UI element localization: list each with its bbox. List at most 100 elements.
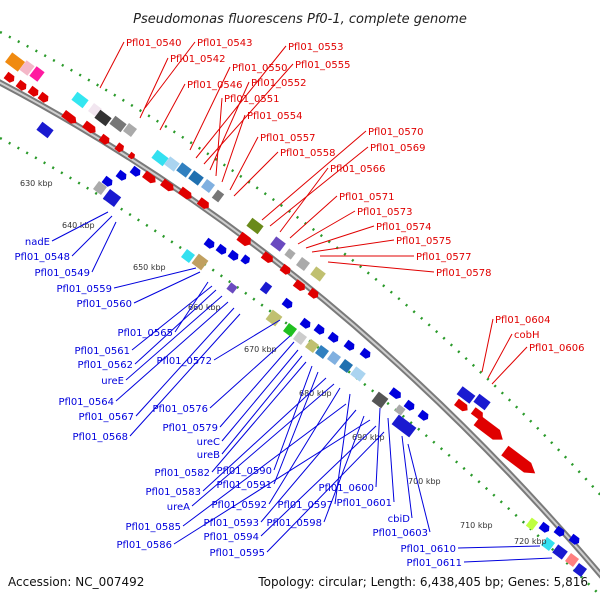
reverse-gene-label[interactable]: ureC [197,437,220,448]
forward-gene-label[interactable]: Pfl01_0540 [126,38,182,49]
forward-gene-label[interactable]: Pfl01_0546 [187,80,243,91]
reverse-label-line [273,365,313,471]
reverse-gene-label[interactable]: Pfl01_0559 [56,284,112,295]
forward-gene-label[interactable]: Pfl01_0566 [330,164,386,175]
forward-gene-label[interactable]: Pfl01_0553 [288,42,344,53]
forward-gene-label[interactable]: Pfl01_0554 [247,111,303,122]
reverse-gene-label[interactable]: Pfl01_0582 [154,468,210,479]
forward-gene-label[interactable]: Pfl01_0552 [251,78,307,89]
reverse-gene-label[interactable]: Pfl01_0591 [216,480,272,491]
reverse-label-line [71,215,113,257]
reverse-gene-block [265,309,283,327]
reverse-label-line [173,419,371,545]
reverse-gene-label[interactable]: Pfl01_0561 [74,346,130,357]
reverse-gene-label[interactable]: nadE [25,237,50,248]
reverse-gene-block [327,331,339,343]
reverse-gene-label[interactable]: Pfl01_0565 [117,328,173,339]
forward-gene-label[interactable]: Pfl01_0570 [368,127,424,138]
reverse-gene-label[interactable]: Pfl01_0610 [400,544,456,555]
reverse-gene-block [101,175,113,187]
reverse-gene-block [299,317,311,329]
forward-gene-label[interactable]: Pfl01_0578 [436,268,492,279]
reverse-gene-label[interactable]: Pfl01_0598 [266,518,322,529]
forward-gene-label[interactable]: Pfl01_0575 [396,236,452,247]
reverse-gene-label[interactable]: Pfl01_0603 [372,528,428,539]
reverse-gene-block [417,409,429,421]
forward-label-line [215,97,223,177]
forward-gene-block [188,170,204,186]
forward-gene-label[interactable]: Pfl01_0573 [357,207,413,218]
reverse-gene-label[interactable]: Pfl01_0564 [58,397,114,408]
reverse-gene-block [226,282,238,294]
reverse-label-line [174,281,209,333]
kbp-tick-label: 680 kbp [299,389,332,398]
reverse-gene-label[interactable]: Pfl01_0549 [34,268,90,279]
reverse-gene-label[interactable]: Pfl01_0611 [406,558,462,569]
reverse-gene-label[interactable]: Pfl01_0592 [211,500,267,511]
forward-gene-block [176,162,192,178]
reverse-gene-label[interactable]: Pfl01_0586 [116,540,172,551]
reverse-gene-label[interactable]: ureB [197,450,220,461]
reverse-gene-label[interactable]: Pfl01_0585 [125,522,181,533]
forward-gene-label[interactable]: Pfl01_0550 [232,63,288,74]
reverse-gene-label[interactable]: cbiD [388,514,411,525]
reverse-gene-label[interactable]: Pfl01_0593 [203,518,259,529]
kbp-tick-label: 650 kbp [133,263,166,272]
reverse-gene-label[interactable]: ureE [101,376,124,387]
reverse-gene-label[interactable]: ureA [167,502,190,513]
reverse-gene-block [525,517,539,531]
forward-gene-label[interactable]: Pfl01_0571 [339,192,395,203]
reverse-gene-label[interactable]: Pfl01_0600 [318,483,374,494]
forward-gene-block [127,151,136,160]
forward-gene-block [109,115,127,133]
reverse-gene-label[interactable]: Pfl01_0594 [203,532,259,543]
forward-gene-label[interactable]: Pfl01_0569 [370,143,426,154]
reverse-label-line [135,307,235,417]
forward-gene-label[interactable]: Pfl01_0577 [416,252,472,263]
reverse-label-line [133,271,201,304]
reverse-label-line [113,267,197,289]
reverse-gene-block [215,243,227,255]
forward-gene-label[interactable]: Pfl01_0604 [495,315,551,326]
reverse-gene-label[interactable]: Pfl01_0548 [14,252,70,263]
forward-gene-label[interactable]: Pfl01_0606 [529,343,585,354]
forward-gene-label[interactable]: Pfl01_0574 [376,222,432,233]
reverse-gene-block [394,404,406,416]
reverse-gene-label[interactable]: Pfl01_0562 [77,360,133,371]
reverse-gene-block [180,248,196,264]
reverse-gene-label[interactable]: Pfl01_0595 [209,548,265,559]
reverse-gene-label[interactable]: Pfl01_0601 [336,498,392,509]
forward-label-line [159,83,186,131]
reverse-gene-label[interactable]: Pfl01_0579 [162,423,218,434]
reverse-gene-label[interactable]: Pfl01_0567 [78,412,134,423]
forward-gene-label[interactable]: cobH [514,330,539,341]
reverse-gene-label[interactable]: Pfl01_0572 [156,356,212,367]
reverse-label-lines [51,211,553,563]
reverse-gene-block [572,562,588,578]
forward-gene-label[interactable]: Pfl01_0558 [280,148,336,159]
forward-gene-block [27,85,39,97]
forward-gene-label[interactable]: Pfl01_0543 [197,38,253,49]
forward-gene-block [98,133,110,145]
forward-gene-label[interactable]: Pfl01_0551 [224,94,280,105]
reverse-gene-label[interactable]: Pfl01_0576 [152,404,208,415]
forward-label-line [144,41,196,109]
forward-gene-label[interactable]: Pfl01_0542 [170,54,226,65]
reverse-label-line [182,403,347,527]
reverse-gene-label[interactable]: Pfl01_0590 [216,466,272,477]
reverse-label-line [221,349,299,442]
reverse-genes [36,121,588,578]
reverse-gene-block [564,552,580,568]
reverse-label-line [202,377,327,492]
forward-gene-block [211,189,225,203]
forward-gene-block [310,266,326,282]
reverse-gene-label[interactable]: Pfl01_0597 [277,500,333,511]
forward-gene-label[interactable]: Pfl01_0557 [260,133,316,144]
reverse-gene-label[interactable]: Pfl01_0583 [145,487,201,498]
reverse-gene-label[interactable]: Pfl01_0560 [76,299,132,310]
reverse-gene-label[interactable]: Pfl01_0568 [72,432,128,443]
forward-gene-label[interactable]: Pfl01_0555 [295,60,351,71]
reverse-gene-block [203,237,215,249]
forward-gene-block [246,217,264,235]
